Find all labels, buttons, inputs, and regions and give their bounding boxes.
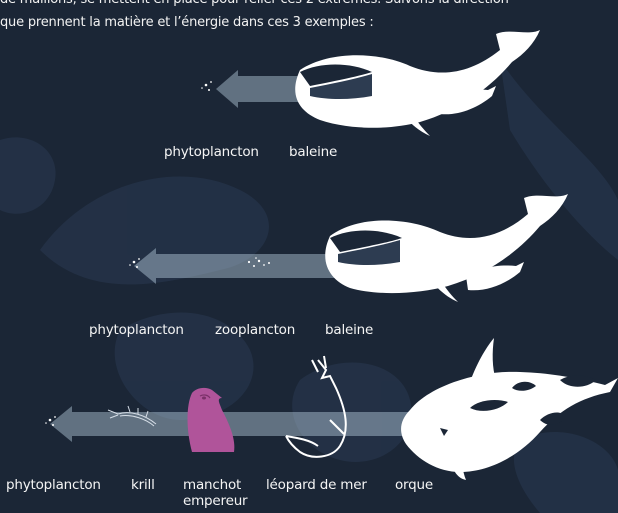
chain3-label-krill: krill [131,478,155,493]
chain1-label-phytoplancton: phytoplancton [164,145,259,160]
phytoplancton-1 [201,81,212,91]
chain3-label-orque: orque [395,478,433,493]
chain3-label-leopard-de-mer: léopard de mer [266,478,367,493]
intro-text-line2: que prennent la matière et l’énergie dan… [0,14,374,31]
chain1-label-baleine: baleine [289,145,337,160]
intro-text-line1: de maillons, se mettent en place pour re… [0,0,509,8]
chain3-label-phytoplancton: phytoplancton [6,478,101,493]
chain2-label-baleine: baleine [325,323,373,338]
chain3-label-manchot: manchot [183,478,241,493]
chain2-label-phytoplancton: phytoplancton [89,323,184,338]
baleine-1 [295,30,540,136]
chain2-label-zooplancton: zooplancton [215,323,295,338]
baleine-2 [325,194,568,302]
chain3-label-empereur: empereur [183,494,247,509]
